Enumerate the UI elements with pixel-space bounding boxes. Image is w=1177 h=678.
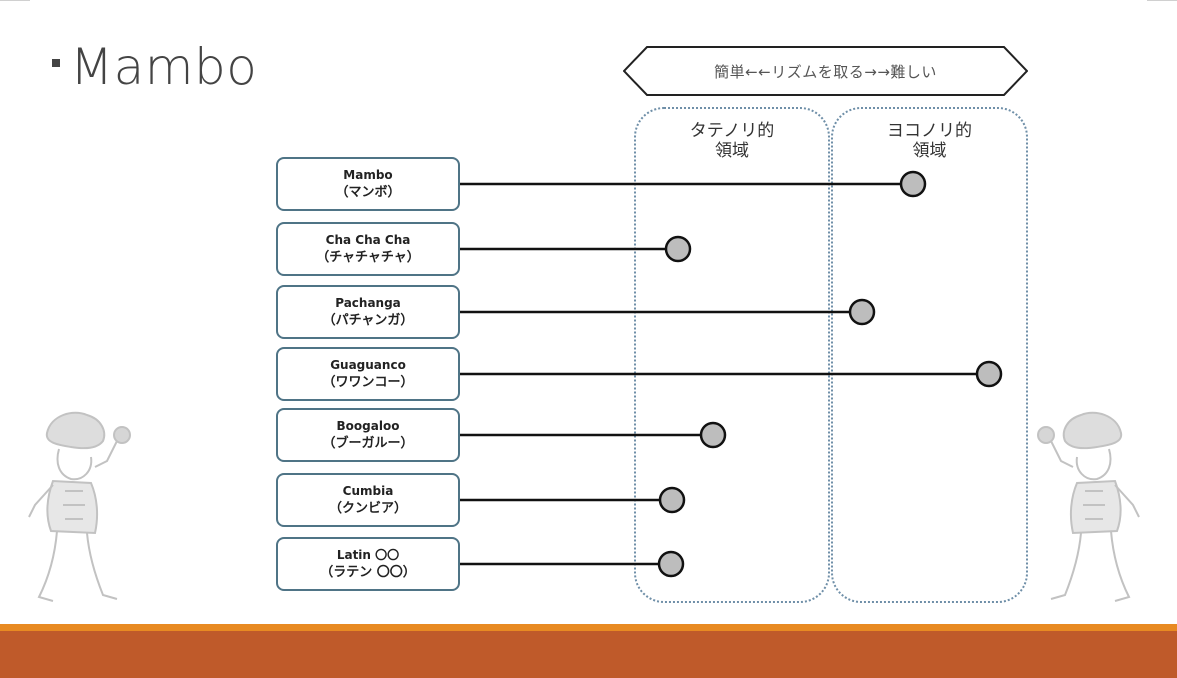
dance-name: Boogaloo: [336, 418, 400, 433]
corner-mark-right: [1147, 0, 1177, 1]
region-yokonori-label: ヨコノリ的 領域: [833, 121, 1026, 161]
dance-box-latin: Latin 〇〇 （ラテン 〇〇）: [276, 537, 460, 591]
dancer-figure-right: [1037, 411, 1140, 602]
dance-kana: （ラテン 〇〇）: [320, 564, 416, 580]
region-yokonori-label-line2: 領域: [912, 141, 947, 161]
region-tatenori-label-line1: タテノリ的: [689, 121, 775, 141]
region-yokonori-label-line1: ヨコノリ的: [887, 121, 972, 141]
dance-name: Cumbia: [342, 483, 394, 498]
region-tatenori-label: タテノリ的 領域: [636, 121, 828, 161]
dance-box-boogaloo: Boogaloo （ブーガルー）: [276, 408, 460, 462]
dance-kana: （チャチャチャ）: [316, 249, 420, 265]
dance-name: Latin 〇〇: [336, 547, 400, 562]
dance-kana: （パチャンガ）: [322, 312, 414, 328]
region-tatenori-label-line2: 領域: [715, 141, 749, 161]
dance-name: Mambo: [343, 167, 393, 182]
footer-accent-line: [0, 624, 1177, 631]
dance-box-cumbia: Cumbia （クンビア）: [276, 473, 460, 527]
dance-kana: （ブーガルー）: [322, 435, 414, 451]
dance-box-guaguanco: Guaguanco （ワワンコー）: [276, 347, 460, 401]
region-tatenori: タテノリ的 領域: [634, 107, 830, 603]
dance-box-pachanga: Pachanga （パチャンガ）: [276, 285, 460, 339]
region-yokonori: ヨコノリ的 領域: [831, 107, 1028, 603]
difficulty-banner: 簡単←←リズムを取る→→難しい: [623, 46, 1028, 96]
corner-mark-left: [0, 0, 30, 1]
dance-name: Guaguanco: [330, 357, 406, 372]
dance-name: Pachanga: [335, 295, 401, 310]
double-arrow-shape: [623, 46, 1028, 96]
dancer-figure-left: [28, 411, 131, 602]
dance-kana: （ワワンコー）: [322, 374, 414, 390]
slide-title: Mambo: [52, 42, 257, 92]
dance-kana: （マンボ）: [335, 184, 401, 200]
dance-box-mambo: Mambo （マンボ）: [276, 157, 460, 211]
dance-kana: （クンビア）: [328, 500, 407, 516]
title-text: Mambo: [70, 38, 258, 96]
title-bullet-icon: [52, 59, 60, 67]
dance-name: Cha Cha Cha: [325, 232, 411, 247]
difficulty-banner-text: 簡単←←リズムを取る→→難しい: [714, 62, 937, 81]
footer-bar: [0, 631, 1177, 678]
dance-box-chachacha: Cha Cha Cha （チャチャチャ）: [276, 222, 460, 276]
